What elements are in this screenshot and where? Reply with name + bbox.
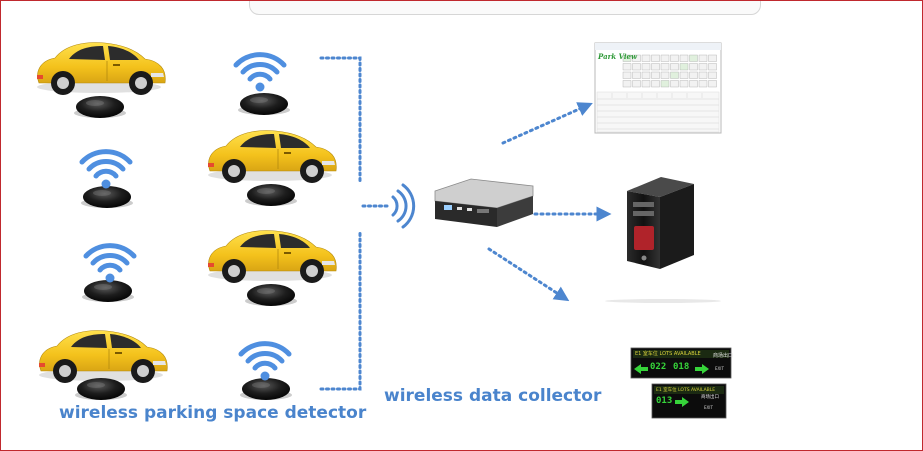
parking-lot-cell [708, 63, 717, 71]
parking-lot-cell [641, 54, 651, 62]
top-frame-edge [249, 1, 761, 15]
led-1-side-sub: EXIT [715, 366, 724, 371]
led-2-header: E1 室车位 LOTS AVAILABLE [656, 388, 716, 393]
parking-lot-cell [708, 80, 717, 88]
sensor-8 [240, 378, 292, 400]
sensor-link-bracket [319, 56, 391, 391]
car-3 [207, 230, 337, 284]
parking-lot-cell [660, 54, 670, 62]
parking-lot-cell [679, 80, 689, 88]
software-table [597, 93, 719, 130]
parking-lot-cell [679, 71, 689, 79]
wifi-icon [241, 344, 289, 381]
parking-lot-cell [632, 63, 641, 71]
sensor-5 [82, 280, 134, 302]
parking-lot-cell [670, 54, 679, 62]
parking-software-window [594, 42, 722, 134]
parking-lot-cell [622, 54, 632, 62]
parking-lot-cell [641, 63, 651, 71]
parking-lot-cell [660, 63, 670, 71]
sensor-3 [81, 186, 133, 208]
car-1 [36, 42, 166, 96]
parking-lot-cell [651, 71, 660, 79]
data-collector-device [434, 178, 534, 227]
parking-lot-cell [651, 80, 660, 88]
parking-lot-cell [708, 71, 717, 79]
parking-lot-cell [708, 54, 717, 62]
collector-label: wireless data collector [384, 386, 602, 406]
led-2-side-text: 商场出口 [701, 395, 719, 400]
led-1-side-text: 商场出口 [713, 353, 734, 359]
parking-lot-cell [622, 63, 632, 71]
parking-lot-cell [632, 71, 641, 79]
parking-lot-cell [670, 71, 679, 79]
signal-wave-icon [391, 183, 416, 229]
parking-lot-cell [641, 71, 651, 79]
led-2-side-sub: EXIT [704, 405, 713, 410]
software-title: Park View [598, 52, 638, 61]
parking-lot-cell [698, 63, 708, 71]
parking-lot-cell [698, 54, 708, 62]
parking-lot-cell [689, 71, 698, 79]
led-2-count: 013 [656, 396, 673, 406]
parking-lot-cell [641, 80, 651, 88]
parking-lot-cell [698, 80, 708, 88]
detector-label: wireless parking space detector [59, 403, 367, 423]
car-4 [38, 330, 168, 384]
wifi-icon [82, 152, 130, 189]
led-1-left-count: 022 [650, 362, 667, 372]
parking-lot-cell [622, 80, 632, 88]
parking-lot-cell [651, 63, 660, 71]
led-1-header: E1 室车位 LOTS AVAILABLE [635, 351, 701, 357]
wifi-icon [236, 55, 284, 92]
parking-lot-cell [689, 63, 698, 71]
parking-lot-cell [670, 80, 679, 88]
led-1-right-count: 018 [673, 362, 690, 372]
parking-lot-grid [622, 54, 717, 88]
wifi-icon [86, 246, 134, 283]
sensor-7 [75, 378, 127, 400]
parking-lot-cell [622, 71, 632, 79]
parking-lot-cell [632, 54, 641, 62]
parking-lot-cell [660, 71, 670, 79]
parking-lot-cell [698, 71, 708, 79]
parking-lot-cell [679, 63, 689, 71]
parking-lot-cell [689, 54, 698, 62]
collector-arrows [487, 102, 612, 302]
parking-lot-cell [689, 80, 698, 88]
sensor-4 [245, 184, 297, 206]
car-2 [207, 130, 337, 184]
parking-lot-cell [651, 54, 660, 62]
server-pc-tower [627, 177, 694, 269]
sensor-1 [74, 96, 126, 118]
sensor-6 [245, 284, 297, 306]
pc-shadow [605, 299, 721, 303]
parking-lot-cell [679, 54, 689, 62]
led-display-2 [651, 383, 727, 419]
parking-lot-cell [660, 80, 670, 88]
parking-lot-cell [632, 80, 641, 88]
led-display-1 [630, 347, 732, 379]
sensor-2 [238, 93, 290, 115]
parking-lot-cell [670, 63, 679, 71]
